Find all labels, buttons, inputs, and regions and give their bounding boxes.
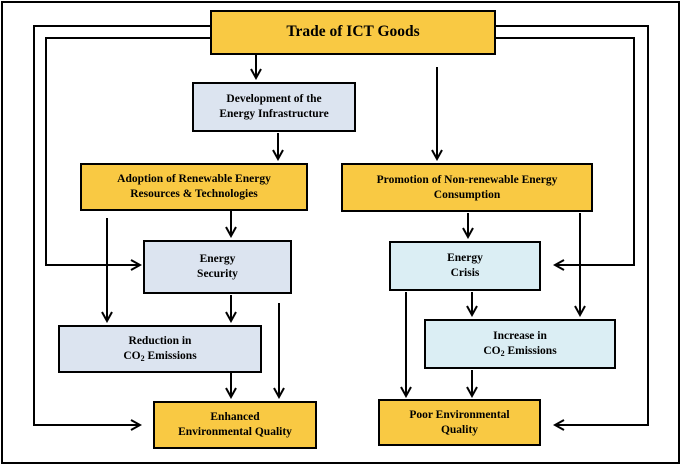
poor-quality-box: Poor Environmental Quality (378, 399, 541, 446)
reduction-subscript: 2 (140, 354, 145, 363)
increase-label-line2: CO2 Emissions (483, 344, 556, 359)
poor-label-line2: Quality (440, 423, 479, 436)
reduction-co-text: CO (123, 350, 141, 362)
trade-ict-goods-box: Trade of ICT Goods (210, 10, 496, 55)
enhanced-label-line1: Enhanced (210, 411, 260, 424)
nonrenewable-label-line1: Promotion of Non-renewable Energy (376, 173, 558, 186)
arrow-right-inner-loop (496, 37, 635, 265)
increase-subscript: 2 (500, 349, 505, 358)
crisis-label-line2: Crisis (450, 267, 480, 279)
reduction-label-line1: Reduction in (128, 335, 192, 348)
trade-ict-goods-label: Trade of ICT Goods (286, 23, 420, 41)
nonrenewable-label-line2: Consumption (433, 188, 501, 201)
arrow-left-outer-loop (33, 25, 210, 425)
co2-increase-box: Increase in CO2 Emissions (424, 319, 616, 369)
reduction-emissions-text: Emissions (144, 350, 197, 362)
development-label-line1: Development of the (226, 93, 322, 106)
co2-reduction-box: Reduction in CO2 Emissions (58, 325, 262, 373)
development-label-line2: Energy Infrastructure (219, 108, 329, 120)
renewable-label-line1: Adoption of Renewable Energy (117, 173, 271, 186)
energy-security-box: Energy Security (143, 240, 292, 294)
enhanced-label-line2: Environmental Quality (178, 426, 292, 438)
arrow-right-outer-loop (496, 25, 649, 425)
security-label-line2: Security (197, 268, 238, 280)
renewable-label-line2: Resources & Technologies (130, 188, 258, 200)
poor-label-line1: Poor Environmental (409, 408, 510, 421)
renewable-adoption-box: Adoption of Renewable Energy Resources &… (80, 163, 308, 211)
arrow-left-inner-loop (45, 37, 210, 265)
development-infrastructure-box: Development of the Energy Infrastructure (192, 82, 356, 132)
crisis-label-line1: Energy (447, 252, 483, 265)
increase-label-line1: Increase in (493, 330, 547, 343)
reduction-label-line2: CO2 Emissions (123, 349, 196, 364)
increase-emissions-text: Emissions (504, 345, 557, 357)
enhanced-quality-box: Enhanced Environmental Quality (153, 401, 317, 449)
increase-co-text: CO (483, 345, 501, 357)
energy-crisis-box: Energy Crisis (389, 241, 541, 291)
nonrenewable-promotion-box: Promotion of Non-renewable Energy Consum… (341, 163, 593, 212)
security-label-line1: Energy (199, 253, 236, 266)
